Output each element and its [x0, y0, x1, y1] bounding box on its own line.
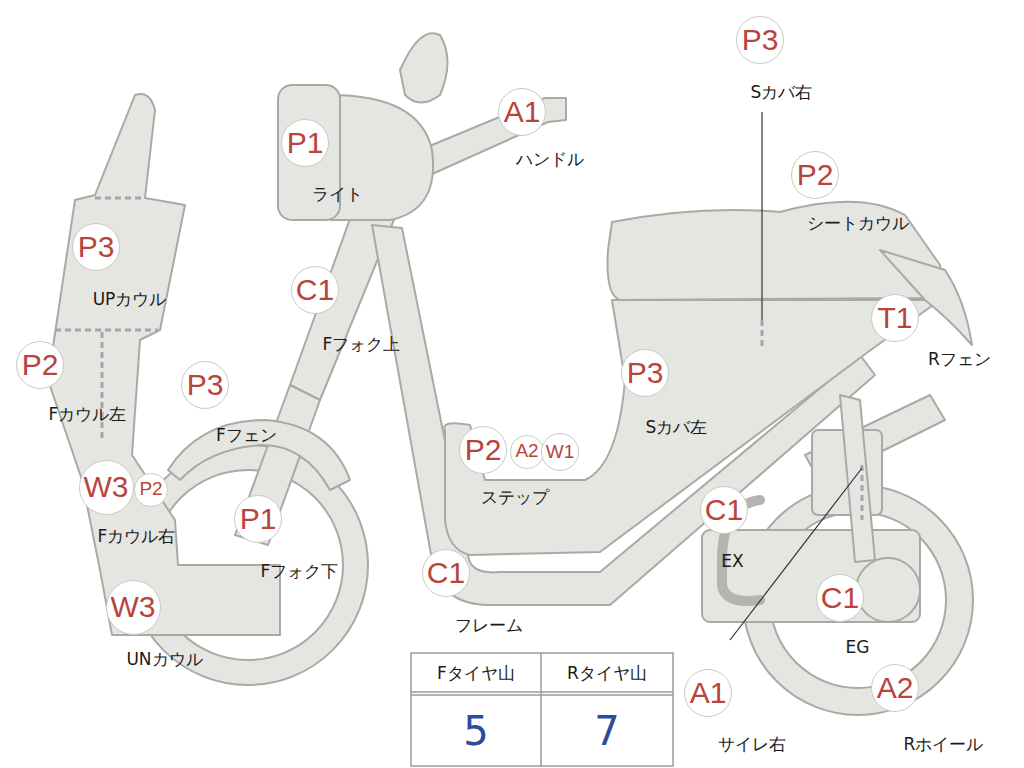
callout-circle: C1Fフォク上 — [291, 266, 339, 314]
callout-circle: P3UPカウル — [72, 223, 120, 271]
table-header: Fタイヤ山 — [437, 664, 515, 683]
part-label: ハンドル — [516, 149, 584, 169]
callout-circle: C1EG — [816, 574, 864, 622]
callout-code: C1 — [701, 487, 747, 532]
part-label: Rフェン — [928, 349, 991, 369]
part-label: UNカウル — [126, 649, 202, 669]
engine — [702, 530, 920, 622]
part-label: EX — [721, 551, 743, 571]
callout-code: W3 — [107, 581, 160, 633]
callout-circle: C1フレーム — [422, 549, 470, 597]
callout-circle: P2Fカウル左 — [16, 341, 64, 389]
callout-circle: A2Rホイール — [871, 664, 919, 712]
seam-line — [95, 197, 143, 200]
callout-circle: A1サイレ右 — [684, 669, 732, 717]
rear-shock — [840, 395, 875, 562]
callout-circle: P2シートカウル — [791, 151, 839, 199]
part-label: Fフェン — [216, 425, 277, 445]
callout-code: A1 — [685, 670, 731, 715]
table-header: Rタイヤ山 — [567, 664, 647, 683]
callout-code: T1 — [872, 295, 918, 340]
callout-code: P2 — [135, 474, 166, 504]
table-value: 5 — [463, 709, 488, 753]
callout-circle: P2ステップ — [459, 426, 507, 474]
callout-circle: C1EX — [700, 486, 748, 534]
part-label: ライト — [312, 184, 363, 204]
part-label: Rホイール — [904, 734, 984, 754]
callout-circle: P3Sカバ右 — [736, 16, 784, 64]
part-label: シートカウル — [807, 213, 909, 233]
callout-code: A1 — [499, 89, 545, 134]
seam-line — [55, 329, 158, 332]
table-frame — [411, 653, 673, 766]
part-label: Fカウル左 — [49, 404, 127, 424]
fork-lower — [235, 385, 320, 545]
part-label: Fカウル右 — [98, 526, 176, 546]
callout-code: C1 — [423, 550, 469, 595]
callout-code: P2 — [792, 152, 838, 197]
callout-circle: W1 — [541, 433, 580, 472]
part-label: サイレ右 — [718, 734, 786, 754]
seat — [608, 202, 942, 300]
part-label: Fフォク下 — [261, 561, 339, 581]
callout-code: A2 — [511, 436, 542, 466]
leader-line — [761, 112, 762, 320]
front-cowl — [48, 94, 280, 635]
part-label: UPカウル — [93, 289, 167, 309]
part-label: フレーム — [455, 615, 523, 635]
callout-circle: P3Sカバ左 — [621, 349, 669, 397]
callout-circle: P2 — [134, 473, 167, 506]
callout-code: C1 — [817, 575, 863, 620]
table-rule — [411, 691, 673, 693]
part-label: Sカバ左 — [646, 417, 708, 437]
callout-circle: P1ライト — [281, 119, 329, 167]
part-label: ステップ — [481, 487, 549, 507]
callout-circle: W3Fカウル右 — [79, 460, 134, 515]
callout-circle: P3Fフェン — [181, 361, 229, 409]
seam-line — [861, 465, 864, 520]
callout-code: W1 — [542, 434, 579, 470]
callout-code: P3 — [182, 362, 228, 407]
callout-code: P1 — [282, 120, 328, 165]
mirror — [400, 33, 448, 102]
part-label: Fフォク上 — [323, 334, 401, 354]
table-rule — [411, 694, 673, 696]
callout-code: P1 — [235, 496, 281, 541]
callout-circle: A2 — [510, 435, 543, 468]
callout-code: A2 — [872, 665, 918, 710]
callout-circle: A1ハンドル — [498, 88, 546, 136]
callout-code: P3 — [73, 224, 119, 269]
callout-code: W3 — [80, 461, 133, 513]
engine-hub — [856, 558, 920, 622]
callout-code: P3 — [737, 17, 783, 62]
part-label: EG — [846, 637, 870, 657]
callout-circle: P1Fフォク下 — [234, 495, 282, 543]
front-fender — [168, 420, 350, 490]
callout-circle: W3UNカウル — [106, 580, 161, 635]
callout-code: P3 — [622, 350, 668, 395]
seam-line — [761, 320, 764, 346]
callout-code: C1 — [292, 267, 338, 312]
table-rule — [540, 653, 542, 766]
callout-circle: T1Rフェン — [871, 294, 919, 342]
table-value: 7 — [594, 709, 619, 753]
callout-code: P2 — [460, 427, 506, 472]
callout-code: P2 — [17, 342, 63, 387]
part-label: Sカバ右 — [751, 82, 813, 102]
